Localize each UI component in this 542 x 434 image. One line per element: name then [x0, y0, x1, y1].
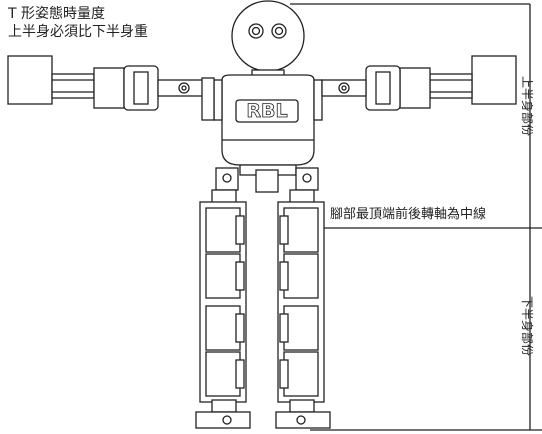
robot-logo: RBL	[246, 100, 287, 122]
dimension-lines	[290, 3, 542, 431]
robot-right-arm	[321, 55, 517, 111]
t-pose-note-line1: T 形姿態時量度	[8, 6, 106, 22]
robot-head	[231, 0, 305, 79]
robot-left-leg	[195, 189, 251, 429]
robot-hip	[215, 164, 319, 193]
robot-torso: RBL	[213, 74, 323, 166]
robot-right-leg	[275, 189, 331, 429]
t-pose-note-line2: 上半身必須比下半身重	[8, 24, 148, 40]
midline-note: 腳部最頂端前後轉軸為中線	[330, 207, 487, 222]
robot-left-arm	[7, 55, 215, 121]
